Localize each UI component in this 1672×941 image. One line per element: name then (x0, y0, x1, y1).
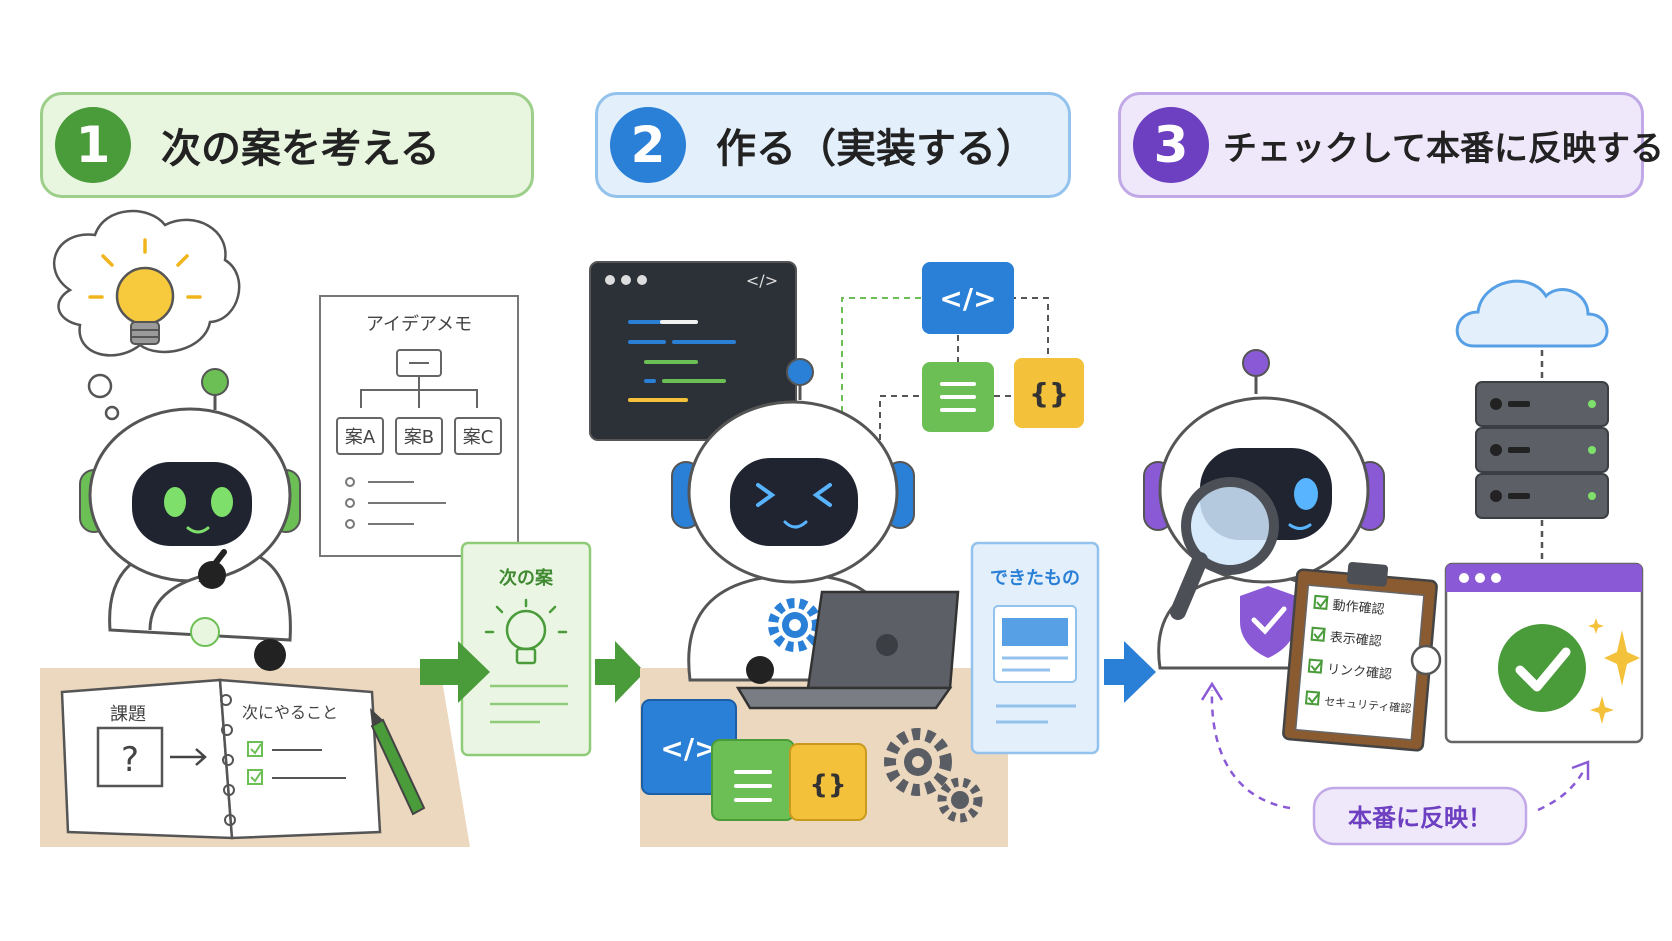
component-diagram: </> {} (841, 262, 1084, 440)
arrow-right-icon-3 (1104, 641, 1156, 703)
step-2-scene: </> </> (589, 261, 1156, 847)
svg-text:{}: {} (1029, 377, 1069, 410)
notebook-issue-label: 課題 (110, 704, 146, 725)
step-2-title: 作る（実装する） (716, 126, 1036, 172)
option-a: 案A (336, 417, 384, 455)
code-editor-window: </> (589, 261, 797, 441)
step-3-scene: 動作確認 表示確認 リンク確認 セキュリティ確認 本番に反映！ (1143, 279, 1644, 846)
notebook-todo-label: 次にやること (242, 703, 338, 722)
browser-window (1444, 562, 1644, 744)
laptop-icon (735, 590, 960, 710)
step-3-number: 3 (1133, 107, 1209, 183)
lightbulb-icon-small (484, 598, 568, 665)
brace-block-icon-large: {} (789, 743, 867, 821)
deploy-label: 本番に反映！ (1348, 804, 1492, 832)
checklist-clipboard: 動作確認 表示確認 リンク確認 セキュリティ確認 (1282, 561, 1442, 752)
step-1-scene: アイデアメモ 案A 案B 案C (40, 209, 645, 847)
step-3-title: チェックして本番に反映する (1223, 128, 1664, 169)
arrow-right-icon-2 (595, 641, 645, 703)
option-b: 案B (395, 417, 443, 455)
svg-text:案A: 案A (345, 427, 376, 448)
list-block-icon (922, 362, 994, 432)
step-2-header: 2 作る（実装する） (595, 92, 1071, 198)
robot-thinking (79, 368, 301, 671)
gears-icon (884, 728, 983, 823)
code-block-icon: </> (922, 262, 1014, 334)
svg-text:案B: 案B (404, 427, 434, 448)
checklist-item-links: リンク確認 (1326, 661, 1392, 683)
deploy-badge: 本番に反映！ (1312, 786, 1528, 846)
next-idea-label: 次の案 (499, 567, 554, 589)
result-label: できたもの (990, 568, 1080, 589)
result-card: できたもの (970, 541, 1100, 755)
step-3-header: 3 チェックして本番に反映する (1118, 92, 1664, 198)
idea-memo-title: アイデアメモ (366, 314, 472, 335)
notebook-question-mark: ? (121, 740, 139, 780)
code-tag-label: </> (746, 271, 778, 290)
step-1-title: 次の案を考える (161, 126, 440, 172)
option-c: 案C (454, 417, 502, 455)
svg-text:</>: </> (939, 282, 996, 315)
shield-check-icon (1240, 586, 1296, 658)
checklist-item-operation: 動作確認 (1332, 597, 1385, 617)
lightbulb-icon (88, 238, 202, 345)
cloud-icon (1455, 279, 1609, 348)
check-circle-icon (1498, 624, 1586, 712)
sparkle-icon (1588, 618, 1640, 724)
list-block-icon-large (711, 739, 795, 821)
thought-bubble (52, 209, 241, 421)
svg-text:</>: </> (660, 732, 717, 765)
pencil-icon (370, 708, 426, 816)
checklist-item-display: 表示確認 (1329, 629, 1382, 649)
arrow-right-icon-1 (420, 641, 490, 703)
step-1-header: 1 次の案を考える (40, 92, 534, 198)
step-1-number: 1 (55, 107, 131, 183)
svg-text:{}: {} (809, 770, 846, 800)
server-rack-icon (1475, 381, 1609, 519)
brace-block-icon: {} (1014, 358, 1084, 428)
notebook: 課題 ? 次にやること (60, 678, 426, 840)
step-2-number: 2 (610, 107, 686, 183)
next-idea-card: 次の案 (460, 541, 592, 757)
magnifier-icon (1170, 477, 1279, 620)
robot-checking (1143, 349, 1385, 670)
svg-text:案C: 案C (463, 427, 494, 448)
idea-memo-card: アイデアメモ 案A 案B 案C (319, 295, 519, 557)
